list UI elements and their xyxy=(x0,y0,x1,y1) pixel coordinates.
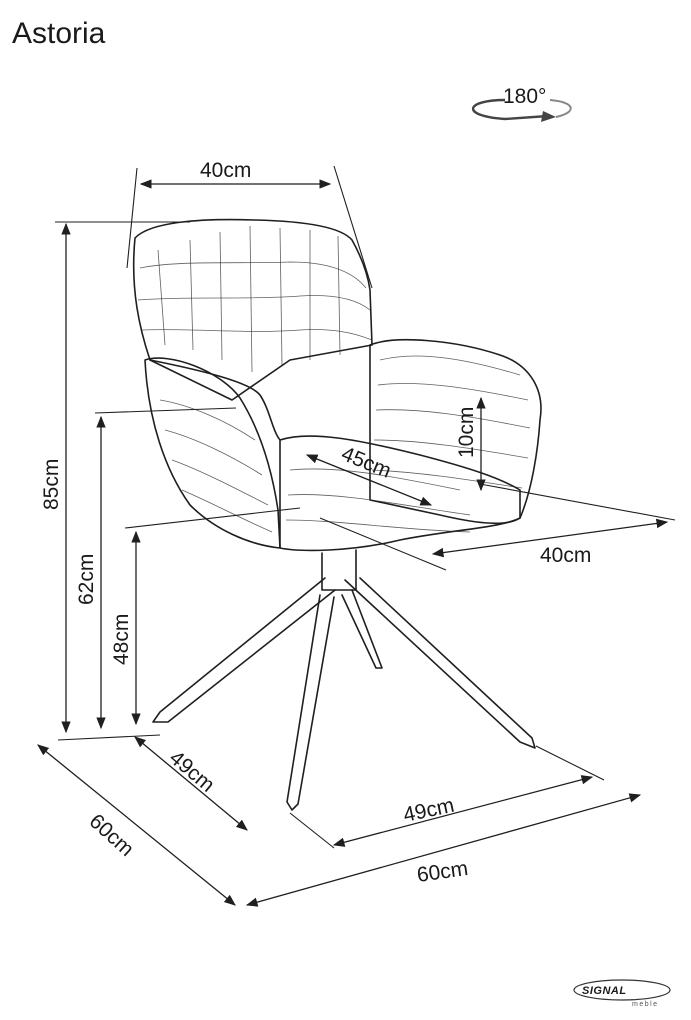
rotation-180-icon: 180° xyxy=(472,85,572,122)
base-side-depth-label: 49cm xyxy=(165,746,219,797)
signal-meble-logo: SIGNAL meble xyxy=(573,979,671,1008)
seat-height-label: 48cm xyxy=(110,614,133,665)
product-title: Astoria xyxy=(12,17,106,50)
logo-sub-text: meble xyxy=(632,1001,659,1008)
seat-width-label: 40cm xyxy=(540,544,591,567)
overall-width-label: 60cm xyxy=(415,857,469,887)
seat-depth-label: 45cm xyxy=(338,442,394,483)
armrest-above-seat-label: 10cm xyxy=(455,407,478,458)
chair-illustration xyxy=(132,218,542,811)
overall-depth-label: 60cm xyxy=(85,810,139,861)
backrest-width-label: 40cm xyxy=(200,159,251,182)
logo-main-text: SIGNAL xyxy=(582,985,627,997)
rotation-label: 180° xyxy=(503,85,546,108)
dimension-labels: 40cm 85cm 62cm 48cm 10cm 45cm 40cm 49cm … xyxy=(40,159,591,887)
armrest-height-label: 62cm xyxy=(75,554,98,605)
total-height-label: 85cm xyxy=(40,459,63,510)
dimension-lines xyxy=(37,165,676,907)
base-front-width-label: 49cm xyxy=(401,794,456,827)
